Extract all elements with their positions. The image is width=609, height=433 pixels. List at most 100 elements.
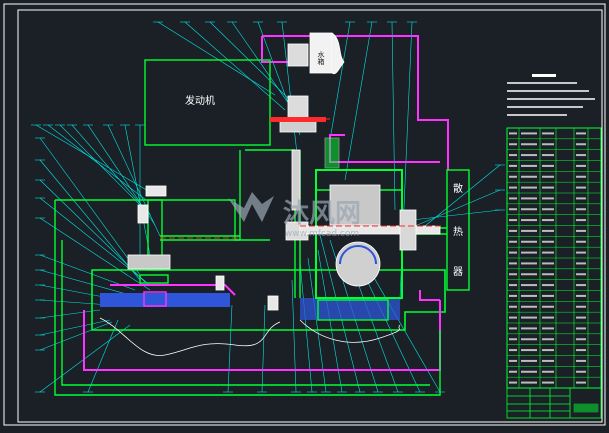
- bom-cell-text: [576, 294, 586, 297]
- bom-cell-text: [542, 154, 554, 157]
- leader-line: [59, 124, 141, 206]
- watermark-url: www.mfcad.com: [285, 229, 359, 239]
- bom-cell-text: [542, 338, 554, 341]
- leader-line: [209, 21, 296, 106]
- bom-cell-text: [509, 229, 517, 232]
- bom-cell-text: [542, 359, 554, 362]
- bom-cell-text: [509, 251, 517, 254]
- bom-cell-text: [542, 143, 554, 146]
- water-tank-label: 水箱: [317, 50, 325, 66]
- watermark: 沐风网 www.mfcad.com: [228, 192, 361, 239]
- bom-cell-text: [521, 273, 537, 276]
- bom-cell-text: [509, 294, 517, 297]
- radiator-label-char-3: 器: [453, 266, 463, 278]
- watermark-logo-icon: [228, 192, 274, 222]
- bom-cell-text: [542, 381, 554, 384]
- bom-cell-text: [542, 219, 554, 222]
- bom-cell-text: [576, 284, 586, 287]
- bom-cell-text: [542, 305, 554, 308]
- leader-line: [39, 197, 151, 286]
- bom-cell-text: [509, 273, 517, 276]
- bom-cell-text: [542, 251, 554, 254]
- tech-note-line: [507, 90, 589, 92]
- bom-cell-text: [576, 349, 586, 352]
- leader-line: [35, 124, 151, 193]
- bom-cell-text: [542, 208, 554, 211]
- bom-cell-text: [576, 251, 586, 254]
- bom-cell-text: [542, 240, 554, 243]
- bom-cell-text: [542, 349, 554, 352]
- tech-note-line: [507, 114, 567, 116]
- bom-cell-text: [521, 229, 537, 232]
- red-details: [160, 118, 440, 239]
- leader-line: [419, 164, 501, 231]
- bom-cell-text: [521, 262, 537, 265]
- bom-cell-text: [542, 229, 554, 232]
- outer-frame: [3, 3, 606, 426]
- bom-cell-text: [576, 370, 586, 373]
- bom-cell-text: [521, 327, 537, 330]
- radiator-label: 散 热 器: [453, 182, 463, 278]
- bom-cell-text: [576, 273, 586, 276]
- bom-cell-text: [521, 175, 537, 178]
- radiator-body: [446, 169, 470, 291]
- bom-cell-text: [542, 273, 554, 276]
- bom-cell-text: [542, 132, 554, 135]
- leader-line: [261, 304, 266, 393]
- bom-cell-text: [521, 143, 537, 146]
- bom-cell-text: [509, 143, 517, 146]
- bom-cell-text: [542, 175, 554, 178]
- bom-cell-text: [576, 143, 586, 146]
- leader-line: [329, 21, 351, 141]
- bom-cell-text: [521, 186, 537, 189]
- tech-note-line: [507, 106, 583, 108]
- float-cup: [143, 291, 167, 307]
- leader-line: [87, 319, 119, 393]
- bom-cell-text: [521, 316, 537, 319]
- bom-cell-text: [521, 294, 537, 297]
- bom-cell-text: [521, 154, 537, 157]
- bom-cell-text: [576, 381, 586, 384]
- bill-of-materials-table: [506, 127, 602, 389]
- title-block: [506, 387, 602, 419]
- bom-cell-text: [509, 338, 517, 341]
- tech-note-line: [507, 82, 577, 84]
- bom-cell-text: [576, 305, 586, 308]
- bom-cell-text: [521, 164, 537, 167]
- valve-head: [145, 185, 167, 197]
- leader-line: [414, 189, 501, 227]
- bom-cell-text: [576, 154, 586, 157]
- leader-line: [39, 309, 101, 319]
- watermark-text: 沐风网: [283, 199, 361, 229]
- pulley-middle: [287, 95, 309, 119]
- bom-cell-text: [576, 316, 586, 319]
- radiator-label-char-1: 散: [453, 182, 463, 195]
- leader-line: [39, 179, 146, 283]
- bom-cell-text: [509, 370, 517, 373]
- bom-cell-text: [542, 284, 554, 287]
- bom-cell-text: [521, 305, 537, 308]
- sump-tank: [91, 269, 446, 356]
- leader-line: [184, 21, 286, 111]
- bom-cell-text: [576, 175, 586, 178]
- bom-cell-text: [576, 359, 586, 362]
- bom-cell-text: [576, 338, 586, 341]
- mechanical-parts: [127, 32, 441, 311]
- leader-line: [391, 21, 396, 211]
- belt-section: [291, 149, 301, 211]
- bom-cell-text: [521, 132, 537, 135]
- bom-cell-text: [576, 132, 586, 135]
- bom-cell-text: [509, 262, 517, 265]
- bom-cell-text: [509, 240, 517, 243]
- leader-line: [39, 137, 141, 276]
- leader-line: [39, 269, 131, 296]
- valve-column: [147, 199, 163, 271]
- leader-line: [344, 21, 373, 181]
- leader-line: [411, 209, 501, 221]
- radiator-label-char-2: 热: [453, 225, 463, 238]
- bom-cell-text: [509, 175, 517, 178]
- engine-label: 发动机: [185, 94, 215, 107]
- bom-cell-text: [509, 164, 517, 167]
